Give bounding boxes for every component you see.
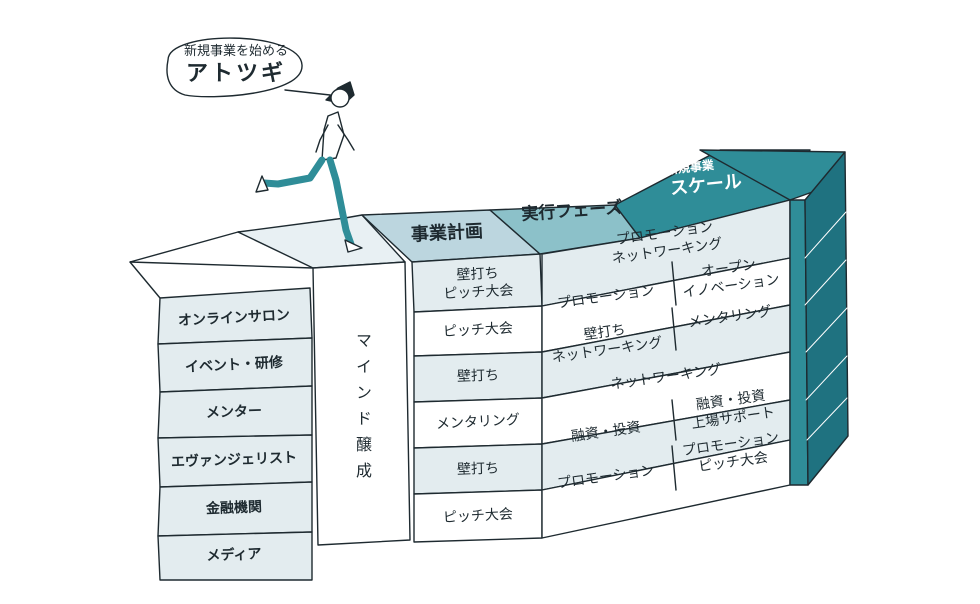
runner-figure	[255, 81, 363, 253]
speech-bubble	[166, 37, 303, 98]
plan-cell-3-label: 壁打ち	[456, 367, 500, 385]
support-row-5: 金融機関	[205, 499, 263, 518]
speech-bubble-tail	[284, 89, 331, 96]
row-6	[157, 531, 313, 581]
support-row-3: メンター	[205, 403, 263, 422]
plan-cell-1-label: 壁打ち ピッチ大会	[443, 265, 514, 302]
walkway-middle	[237, 214, 406, 269]
plan-cell-2-label: ピッチ大会	[442, 320, 514, 341]
mind-column	[312, 261, 411, 546]
support-row-6: メディア	[206, 546, 262, 565]
stage-plan-label: 事業計画	[410, 220, 484, 246]
mind-label: マインド醸成	[353, 332, 372, 488]
bubble-subtitle: 新規事業を始める	[183, 43, 289, 59]
right-wall-side	[804, 151, 849, 486]
bubble-title: アトツギ	[185, 61, 287, 87]
plan-cell-5-label: 壁打ち	[456, 460, 500, 478]
plan-cell-6-label: ピッチ大会	[442, 506, 514, 527]
